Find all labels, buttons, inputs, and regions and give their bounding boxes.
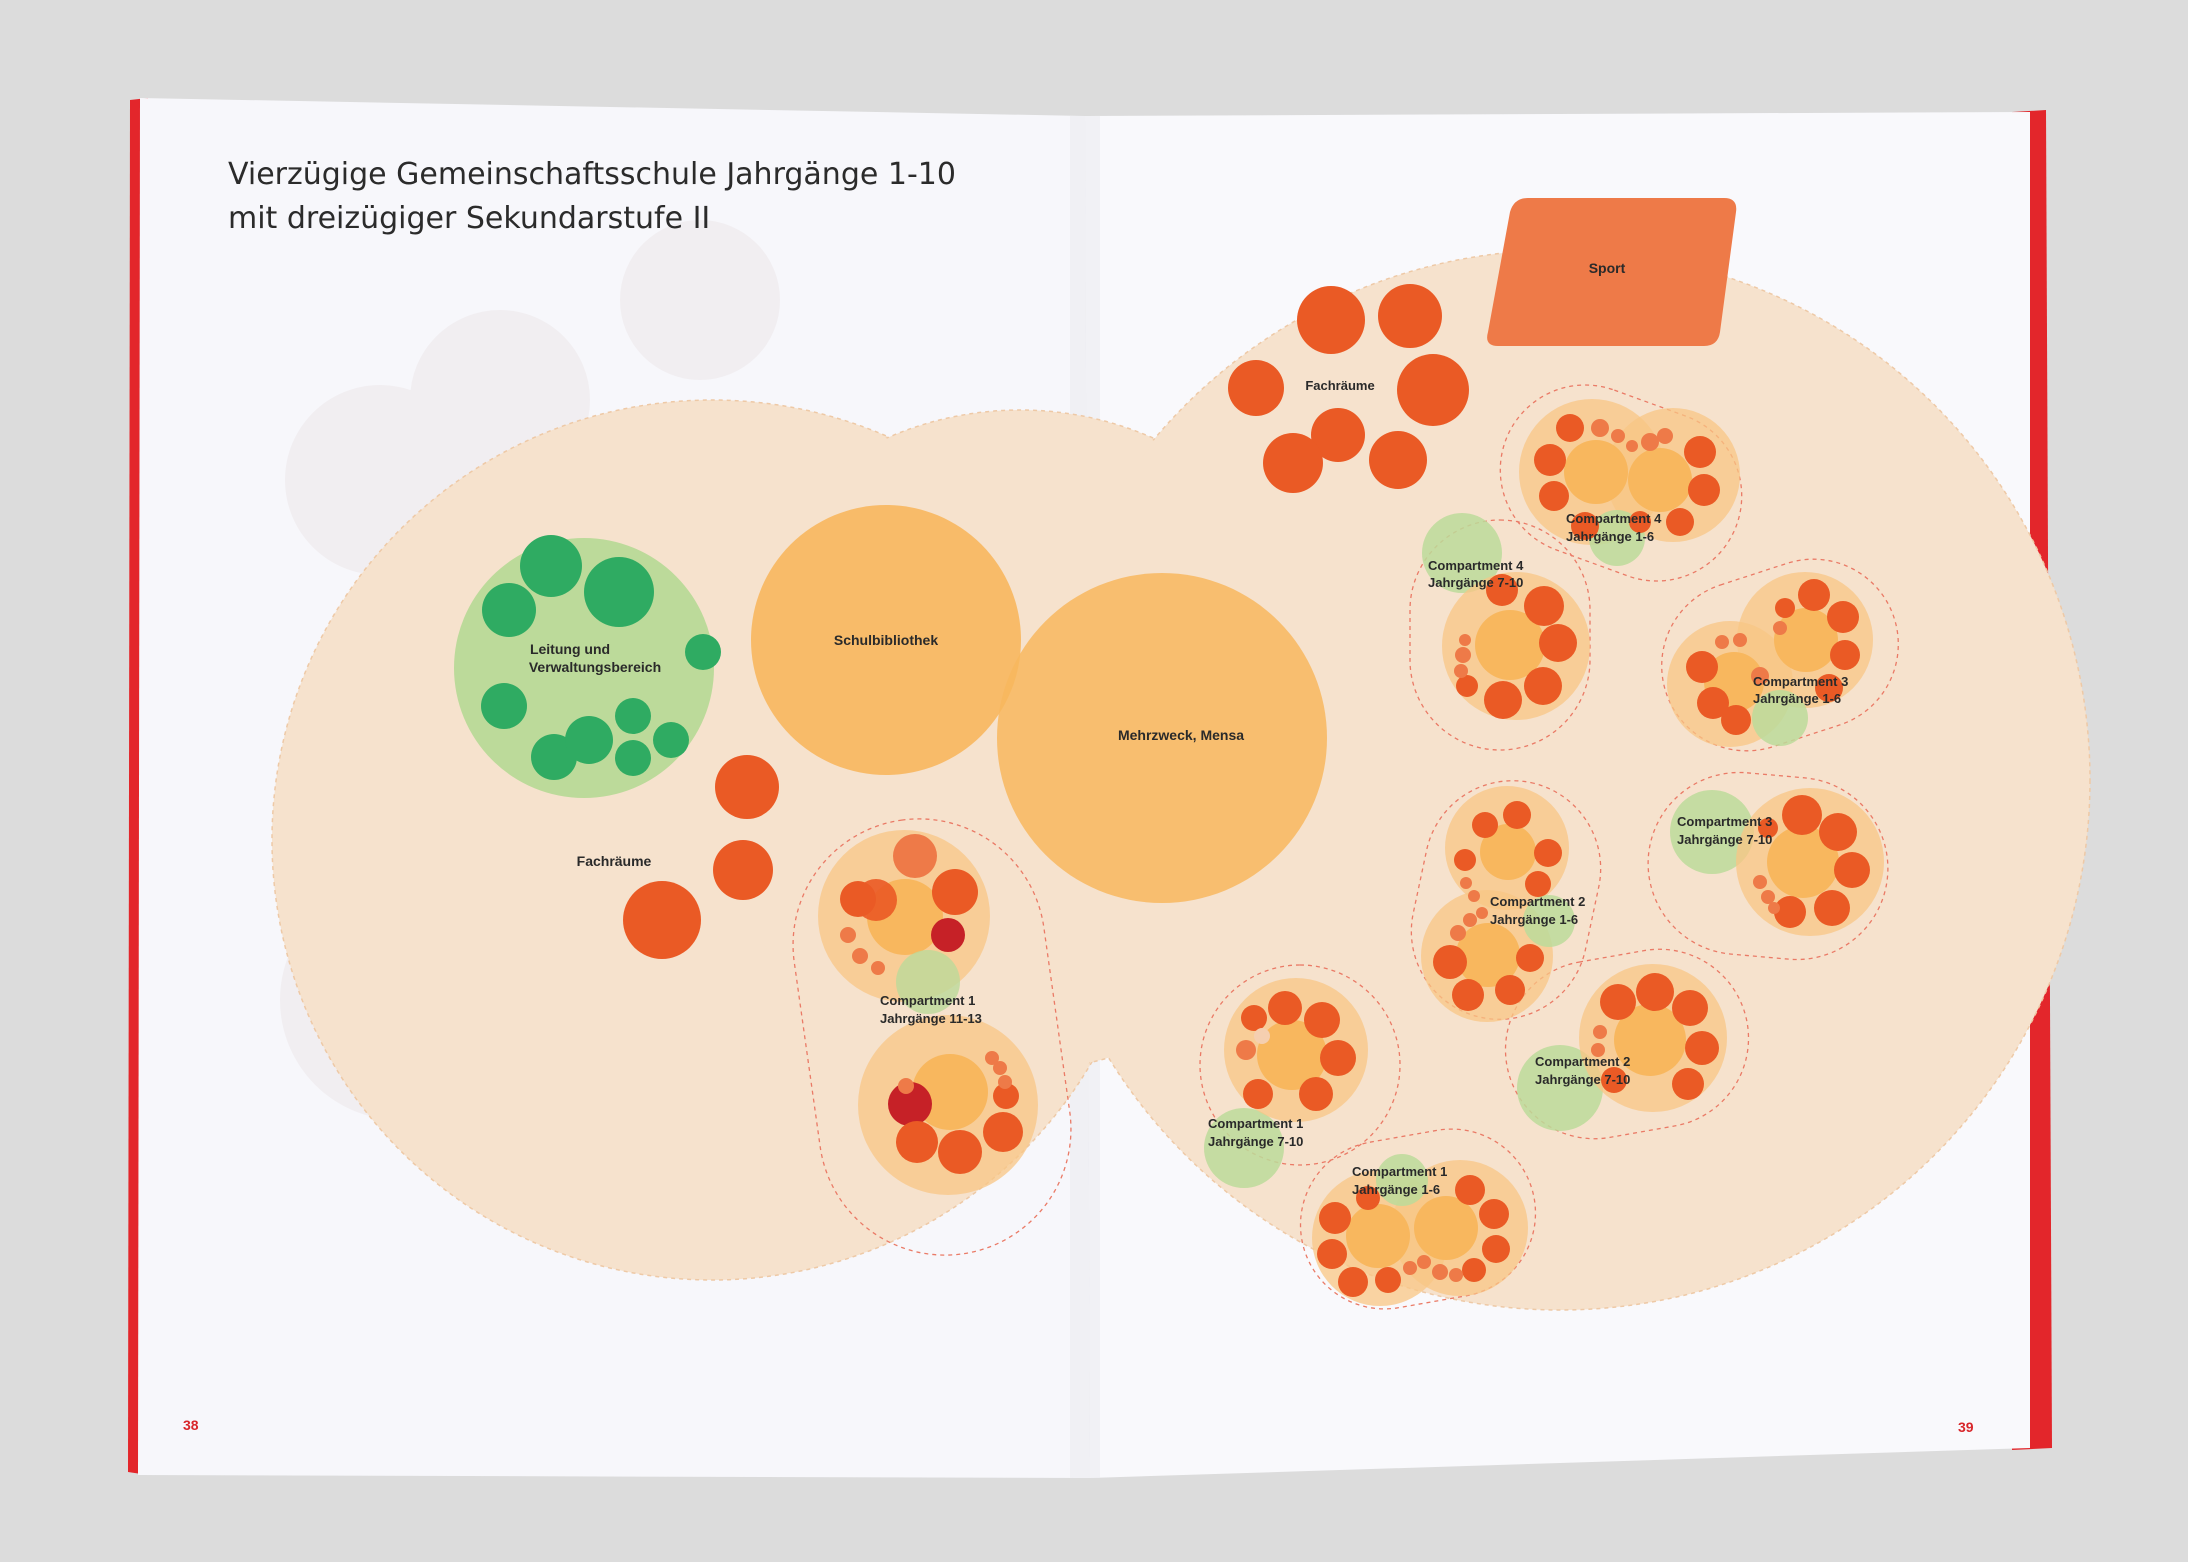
fachraum-room [1397,354,1469,426]
page-number-right: 39 [1958,1419,1974,1435]
leitung-room [531,734,577,780]
fachraum-room [1228,360,1284,416]
leitung-room [685,634,721,670]
compartment-1-7-10: Compartment 1 Jahrgänge 7-10 [1204,978,1368,1188]
fachraum-room [1297,286,1365,354]
fachraum-room [1369,431,1427,489]
compartment-label-2: Jahrgänge 1-6 [1566,529,1654,544]
compartment-label-1: Compartment 4 [1566,511,1662,526]
fachraeume-right-label: Fachräume [1305,378,1374,393]
schulbibliothek-label: Schulbibliothek [834,632,938,648]
fachraum-room [1378,284,1442,348]
leitung-room [482,583,536,637]
sport-label: Sport [1589,260,1626,276]
compartment-label-2: Jahrgänge 1-6 [1753,691,1841,706]
mehrzweck-label: Mehrzweck, Mensa [1118,727,1244,743]
fachraeume-left-group: Fachräume [577,755,779,959]
schulbibliothek-group: Schulbibliothek [751,505,1021,775]
leitung-room [520,535,582,597]
leitung-room [615,740,651,776]
compartment-label-2: Jahrgänge 7-10 [1535,1072,1630,1087]
fachraeume-left-label: Fachräume [577,853,652,869]
leitung-group: Leitung und Verwaltungsbereich [454,535,721,798]
compartment-3-1-6: Compartment 3 Jahrgänge 1-6 [1667,572,1873,747]
fachraum-room [623,881,701,959]
leitung-label-2: Verwaltungsbereich [529,659,661,675]
page-title-line-1: Vierzügige Gemeinschaftsschule Jahrgänge… [228,157,956,192]
page-title-line-2: mit dreizügiger Sekundarstufe II [228,201,710,236]
compartment-label-1: Compartment 1 [1208,1116,1303,1131]
sport-group: Sport [1487,198,1737,346]
leitung-room [584,557,654,627]
compartment-label-1: Compartment 1 [880,993,975,1008]
compartment-2-1-6: Compartment 2 Jahrgänge 1-6 [1421,786,1585,1022]
leitung-room [481,683,527,729]
mehrzweck-group: Mehrzweck, Mensa [997,573,1327,903]
fachraum-room [713,840,773,900]
fachraeume-right-group: Fachräume [1228,284,1469,493]
compartment-label-2: Jahrgänge 11-13 [880,1011,982,1026]
sport-hall [1487,198,1737,346]
compartment-label-2: Jahrgänge 1-6 [1352,1182,1440,1197]
compartment-label-1: Compartment 4 [1428,558,1524,573]
mehrzweck-circle [997,573,1327,903]
green-area [896,950,960,1014]
compartment-label-1: Compartment 2 [1535,1054,1630,1069]
schulbibliothek-circle [751,505,1021,775]
compartment-4-1-6: Compartment 4 Jahrgänge 1-6 [1519,399,1740,566]
page-number-left: 38 [183,1417,199,1433]
fachraum-room [1311,408,1365,462]
compartment-2-7-10: Compartment 2 Jahrgänge 7-10 [1517,964,1727,1131]
compartment-label-1: Compartment 1 [1352,1164,1447,1179]
fachraum-room [1263,433,1323,493]
compartment-label-1: Compartment 3 [1753,674,1848,689]
leitung-label-1: Leitung und [530,641,610,657]
fachraum-room [715,755,779,819]
compartment-label-2: Jahrgänge 7-10 [1208,1134,1303,1149]
compartment-3-7-10: Compartment 3 Jahrgänge 7-10 [1670,788,1884,936]
leitung-room [653,722,689,758]
compartment-label-2: Jahrgänge 7-10 [1677,832,1772,847]
compartment-1-1-6: Compartment 1 Jahrgänge 1-6 [1312,1154,1528,1306]
compartment-label-2: Jahrgänge 7-10 [1428,575,1523,590]
compartment-1-11-13: Compartment 1 Jahrgänge 11-13 [818,830,1038,1195]
leitung-room [565,716,613,764]
compartment-4-7-10: Compartment 4 Jahrgänge 7-10 [1422,513,1590,720]
leitung-room [615,698,651,734]
compartment-label-1: Compartment 2 [1490,894,1585,909]
compartment-label-1: Compartment 3 [1677,814,1772,829]
compartment-label-2: Jahrgänge 1-6 [1490,912,1578,927]
compartment-outlines [792,384,1899,1310]
